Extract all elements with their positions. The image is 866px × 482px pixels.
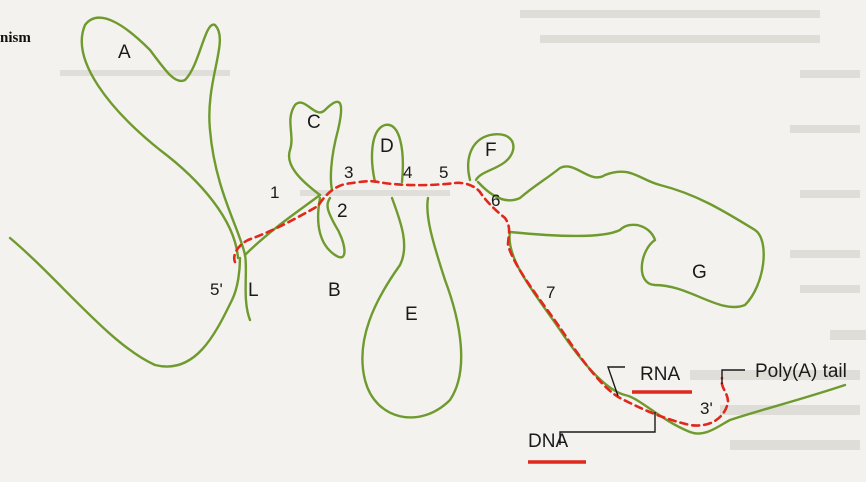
label-loop-b: B xyxy=(328,280,341,301)
junction-4: 4 xyxy=(403,163,412,182)
polya-callout: Poly(A) tail xyxy=(721,361,847,384)
label-loop-a: A xyxy=(118,42,131,63)
junction-7: 7 xyxy=(546,283,555,302)
label-loop-f: F xyxy=(485,140,497,161)
junction-1: 1 xyxy=(270,183,279,202)
loop-d xyxy=(370,123,404,184)
label-five-prime: 5' xyxy=(210,280,223,299)
junction-3: 3 xyxy=(344,163,353,182)
strand-l-to-1 xyxy=(243,193,322,257)
label-loop-g: G xyxy=(692,262,707,283)
junction-2: 2 xyxy=(337,201,348,222)
page-heading-fragment: nism xyxy=(0,30,31,46)
rna-callout: RNA xyxy=(607,364,692,397)
loop-e xyxy=(361,196,463,419)
bleed-through-text xyxy=(60,10,866,450)
junction-6: 6 xyxy=(491,191,500,210)
loop-c xyxy=(287,100,343,197)
dna-strand xyxy=(8,16,847,435)
dna-callout-label: DNA xyxy=(528,431,568,452)
label-loop-c: C xyxy=(307,112,321,133)
label-loop-l: L xyxy=(248,280,259,301)
label-loop-e: E xyxy=(405,304,418,325)
strand-6-to-g xyxy=(476,165,765,309)
strand-5prime-tail xyxy=(8,236,242,368)
rna-strand xyxy=(232,179,730,427)
junction-5: 5 xyxy=(439,163,448,182)
loop-f xyxy=(467,133,515,182)
label-loop-d: D xyxy=(380,136,394,157)
dna-callout: DNA xyxy=(528,412,656,464)
strand-7-to-3prime xyxy=(508,230,847,435)
strand-l-to-b xyxy=(243,253,252,322)
polya-callout-label: Poly(A) tail xyxy=(755,361,847,382)
label-three-prime: 3' xyxy=(700,399,713,418)
rna-callout-label: RNA xyxy=(640,364,680,385)
loop-a xyxy=(80,16,247,260)
loop-b xyxy=(316,196,346,259)
